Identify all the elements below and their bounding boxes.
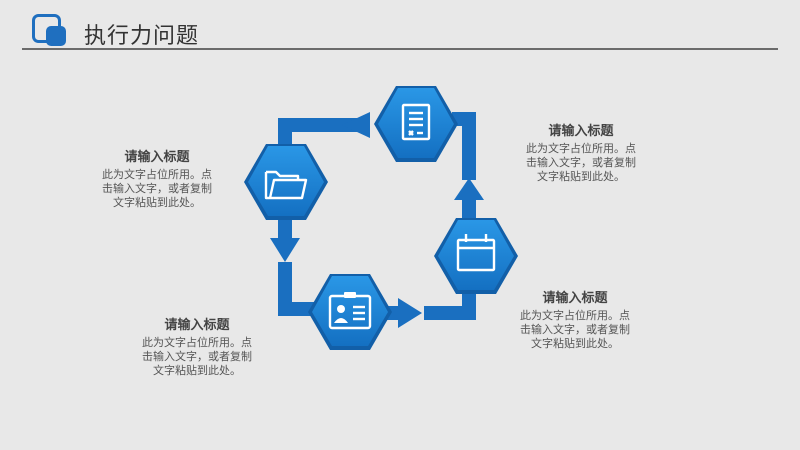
arrow-left-lower bbox=[278, 214, 292, 240]
document-icon bbox=[401, 103, 431, 141]
arrow-left-head bbox=[270, 238, 300, 262]
arrow-right-head bbox=[454, 178, 484, 200]
text-block-line[interactable]: 文字粘贴到此处。 bbox=[153, 364, 241, 377]
page-title: 执行力问题 bbox=[84, 24, 200, 49]
text-block-line[interactable]: 此为文字占位所用。点 bbox=[526, 142, 636, 155]
node-calendar bbox=[434, 218, 518, 294]
text-block-left: 请输入标题 此为文字占位所用。点 击输入文字，或者复制 文字粘贴到此处。 bbox=[82, 146, 232, 210]
arrow-top-head bbox=[342, 112, 370, 138]
text-block-line[interactable]: 击输入文字，或者复制 bbox=[102, 182, 212, 195]
text-block-line[interactable]: 此为文字占位所用。点 bbox=[142, 336, 252, 349]
id-card-icon bbox=[328, 292, 372, 330]
text-block-bottom: 请输入标题 此为文字占位所用。点 击输入文字，或者复制 文字粘贴到此处。 bbox=[122, 314, 272, 378]
text-block-line[interactable]: 击输入文字，或者复制 bbox=[142, 350, 252, 363]
text-block-line[interactable]: 此为文字占位所用。点 bbox=[102, 168, 212, 181]
calendar-icon bbox=[456, 234, 496, 272]
node-document bbox=[374, 86, 458, 162]
text-block-top: 请输入标题 此为文字占位所用。点 击输入文字，或者复制 文字粘贴到此处。 bbox=[506, 120, 656, 184]
folder-icon bbox=[264, 170, 308, 200]
text-block-title[interactable]: 请输入标题 bbox=[542, 291, 608, 306]
squares-logo-icon bbox=[32, 14, 66, 46]
text-block-right: 请输入标题 此为文字占位所用。点 击输入文字，或者复制 文字粘贴到此处。 bbox=[500, 287, 650, 351]
arrow-bottom-head bbox=[398, 298, 422, 328]
cycle-arrows bbox=[270, 112, 484, 328]
text-block-line[interactable]: 文字粘贴到此处。 bbox=[531, 337, 619, 350]
text-block-title[interactable]: 请输入标题 bbox=[164, 318, 230, 333]
arrow-top-right bbox=[452, 112, 476, 126]
text-block-line[interactable]: 文字粘贴到此处。 bbox=[537, 170, 625, 183]
header-divider bbox=[22, 48, 778, 50]
arrow-left-upper bbox=[278, 118, 292, 150]
node-folder bbox=[244, 144, 328, 220]
arrow-right-bottom-vertical bbox=[462, 286, 476, 320]
arrow-top bbox=[278, 118, 370, 132]
text-block-line[interactable]: 文字粘贴到此处。 bbox=[113, 196, 201, 209]
text-block-line[interactable]: 击输入文字，或者复制 bbox=[520, 323, 630, 336]
text-block-line[interactable]: 击输入文字，或者复制 bbox=[526, 156, 636, 169]
node-id-card bbox=[308, 274, 392, 350]
arrow-right-upper bbox=[462, 198, 476, 222]
text-block-title[interactable]: 请输入标题 bbox=[124, 150, 190, 165]
arrow-right-top-vertical bbox=[462, 112, 476, 180]
text-block-line[interactable]: 此为文字占位所用。点 bbox=[520, 309, 630, 322]
text-block-title[interactable]: 请输入标题 bbox=[548, 124, 614, 139]
arrow-bottom-left-vertical bbox=[278, 262, 292, 312]
